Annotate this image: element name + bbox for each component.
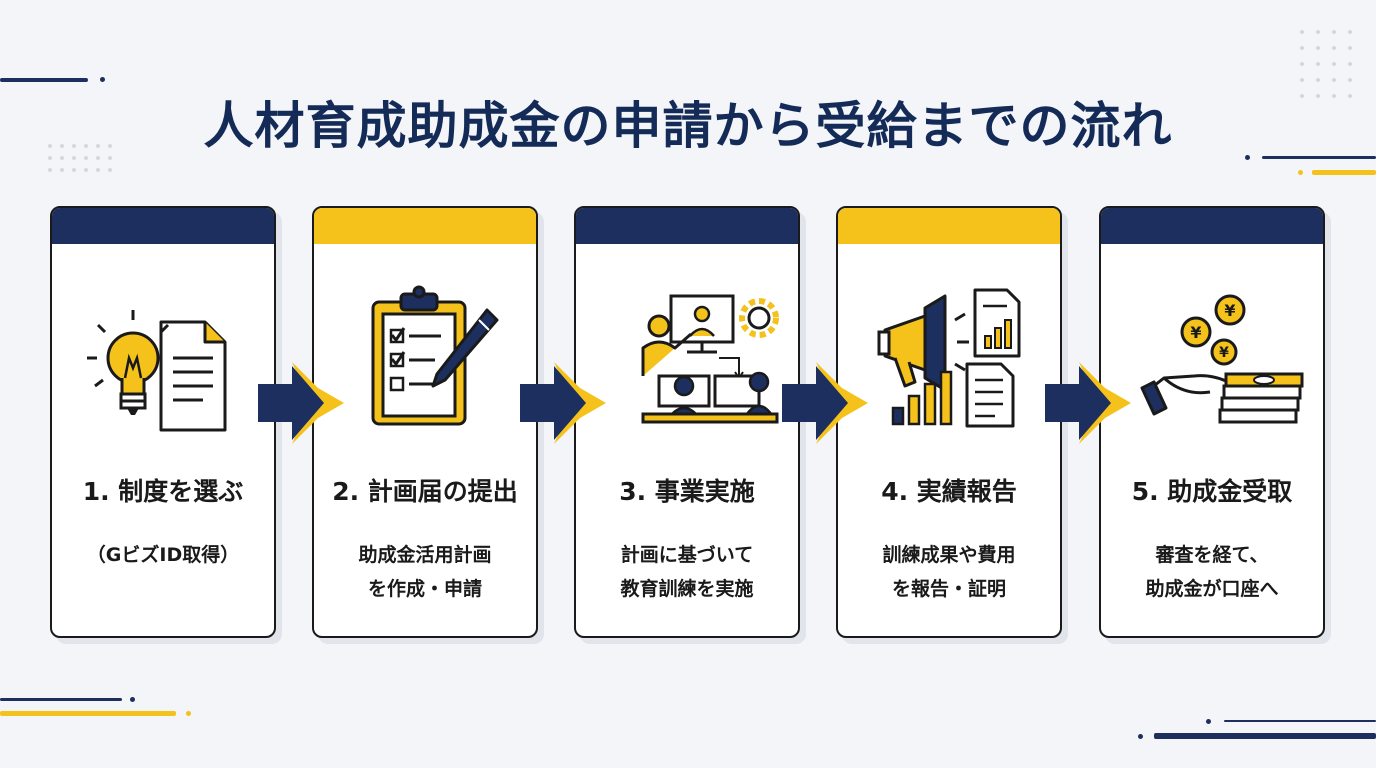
step-description: 審査を経て、 助成金が口座へ	[1101, 538, 1323, 606]
svg-text:¥: ¥	[1190, 323, 1201, 342]
decor-dot-right-2	[1298, 170, 1303, 175]
step-title: 2. 計画届の提出	[332, 477, 518, 506]
decor-dots-right	[1300, 30, 1352, 98]
decor-line-bottom-right-1	[1224, 720, 1376, 722]
step-card-header	[576, 208, 798, 244]
arrow-right-icon	[258, 362, 344, 444]
decor-dots-left	[48, 144, 112, 172]
page-title: 人材育成助成金の申請から受給までの流れ	[203, 96, 1173, 155]
decor-line-bottom-right-2	[1154, 733, 1376, 739]
step-description-line: 助成金活用計画	[358, 544, 492, 566]
step-description-line: を作成・申請	[367, 578, 482, 600]
step-card-3: 3. 事業実施 計画に基づいて 教育訓練を実施	[574, 206, 800, 638]
step-title: 5. 助成金受取	[1131, 477, 1293, 506]
step-description: 助成金活用計画 を作成・申請	[314, 538, 536, 606]
step-card-1: 1. 制度を選ぶ （GビズID取得）	[50, 206, 276, 638]
step-card-header	[314, 208, 536, 244]
step-description-line: 審査を経て、	[1155, 544, 1269, 566]
decor-line-right-1	[1262, 156, 1376, 159]
step-card-header	[838, 208, 1060, 244]
svg-text:¥: ¥	[1224, 301, 1235, 320]
training-session-icon	[641, 294, 779, 424]
arrow-right-icon	[520, 362, 606, 444]
step-description-line: を報告・証明	[891, 578, 1006, 600]
step-title: 4. 実績報告	[881, 477, 1017, 506]
step-description: 計画に基づいて 教育訓練を実施	[576, 538, 798, 606]
lightbulb-document-icon	[87, 310, 227, 432]
step-title: 3. 事業実施	[619, 477, 755, 506]
clipboard-checklist-icon	[371, 285, 499, 426]
decor-dot-bottom-right-1	[1206, 719, 1211, 724]
step-description: 訓練成果や費用 を報告・証明	[838, 538, 1060, 606]
step-card-4: 4. 実績報告 訓練成果や費用 を報告・証明	[836, 206, 1062, 638]
decor-dot-bottom-left-1	[130, 697, 135, 702]
decor-line-right-2	[1312, 170, 1376, 175]
step-description: （GビズID取得）	[52, 538, 274, 572]
step-description-line: 計画に基づいて	[620, 544, 754, 566]
step-title: 1. 制度を選ぶ	[82, 477, 244, 506]
decor-line-bottom-left-1	[0, 698, 122, 701]
decor-dot-bottom-right-2	[1138, 734, 1143, 739]
step-card-5: ¥ ¥ ¥ 5. 助成金受取 審査を経て、 助成金が口座へ	[1099, 206, 1325, 638]
decor-dot-bottom-left-2	[186, 711, 191, 716]
arrow-right-icon	[1045, 362, 1131, 444]
step-description-line: （GビズID取得）	[86, 544, 240, 566]
megaphone-report-icon	[877, 288, 1021, 428]
decor-dot-right-1	[1245, 155, 1250, 160]
decor-dot-top-left	[100, 77, 105, 82]
decor-line-bottom-left-2	[0, 711, 176, 716]
arrow-right-icon	[782, 362, 868, 444]
step-description-line: 教育訓練を実施	[620, 578, 754, 600]
step-card-2: 2. 計画届の提出 助成金活用計画 を作成・申請	[312, 206, 538, 638]
step-description-line: 訓練成果や費用	[882, 544, 1016, 566]
step-card-header	[1101, 208, 1323, 244]
svg-text:¥: ¥	[1219, 345, 1229, 361]
decor-line-top-left	[0, 78, 88, 82]
step-card-header	[52, 208, 274, 244]
step-description-line: 助成金が口座へ	[1145, 578, 1279, 600]
yen-money-hand-icon: ¥ ¥ ¥	[1140, 294, 1304, 424]
